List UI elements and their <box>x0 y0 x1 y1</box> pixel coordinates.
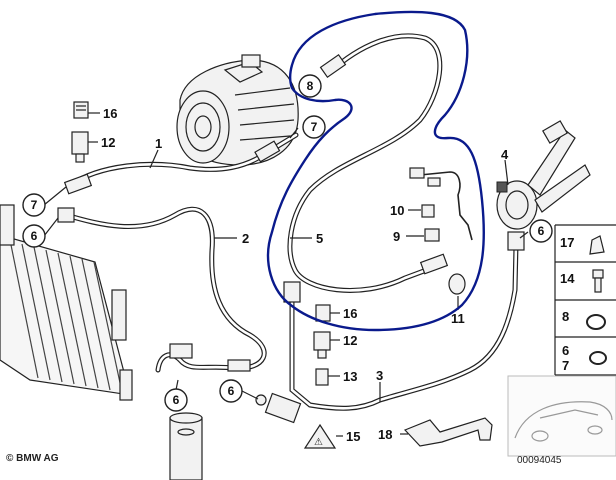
label-part-13: 13 <box>343 369 357 384</box>
legend-panel: 17 14 8 6 7 <box>554 224 616 376</box>
svg-text:7: 7 <box>311 120 318 134</box>
legend-part-14 <box>592 269 604 293</box>
receiver-drier <box>169 412 203 480</box>
pipe-1 <box>63 132 299 195</box>
svg-text:6: 6 <box>228 384 235 398</box>
label-pipe-2: 2 <box>242 231 249 246</box>
circled-label-6-left: 6 <box>22 224 46 248</box>
compressor <box>176 54 299 166</box>
image-number: 00094045 <box>517 455 562 466</box>
car-thumbnail: 00094045 <box>507 375 616 466</box>
circled-label-7-left: 7 <box>22 193 46 217</box>
svg-text:⚠: ⚠ <box>314 437 323 448</box>
legend-label-8: 8 <box>562 309 569 324</box>
label-pipe-3: 3 <box>376 368 383 383</box>
legend-label-14: 14 <box>560 271 575 286</box>
legend-label-7: 7 <box>562 358 569 373</box>
svg-text:6: 6 <box>31 229 38 243</box>
pipe-5 <box>287 33 449 293</box>
label-pipe-5: 5 <box>316 231 323 246</box>
pipe-3 <box>255 231 525 424</box>
fitting-12-top <box>71 131 89 163</box>
label-part-18: 18 <box>378 427 392 442</box>
pressure-switch-harness <box>409 167 473 241</box>
fitting-12-mid <box>313 331 331 359</box>
label-12-mid: 12 <box>343 333 357 348</box>
leader-lines <box>43 112 529 437</box>
label-part-4: 4 <box>501 147 509 162</box>
fitting-10 <box>421 204 435 218</box>
svg-text:8: 8 <box>307 79 314 93</box>
svg-text:6: 6 <box>538 224 545 238</box>
legend-part-6-7 <box>589 351 607 365</box>
svg-text:7: 7 <box>31 198 38 212</box>
fitting-13 <box>315 368 329 386</box>
legend-label-17: 17 <box>560 235 574 250</box>
label-part-15: 15 <box>346 429 360 444</box>
circled-label-7-compressor: 7 <box>302 115 326 139</box>
circled-label-6-bottom: 6 <box>219 379 243 403</box>
circled-label-6-drier: 6 <box>164 388 188 412</box>
fitting-16-mid <box>315 304 331 322</box>
condenser <box>0 204 133 401</box>
copyright-text: © BMW AG <box>6 453 59 464</box>
label-part-9: 9 <box>393 229 400 244</box>
legend-part-17 <box>589 235 605 255</box>
circled-label-6-right: 6 <box>529 219 553 243</box>
label-pipe-1: 1 <box>155 136 162 151</box>
label-16-mid: 16 <box>343 306 357 321</box>
pipe-2 <box>57 206 267 373</box>
label-part-11: 11 <box>451 311 465 326</box>
warning-sign-15: ⚠ <box>303 423 337 449</box>
circled-label-8: 8 <box>298 74 322 98</box>
label-16-top: 16 <box>103 106 117 121</box>
label-12-top: 12 <box>101 135 115 150</box>
fitting-11 <box>448 273 466 295</box>
svg-text:6: 6 <box>173 393 180 407</box>
label-part-10: 10 <box>390 203 404 218</box>
fitting-9 <box>424 228 440 242</box>
fitting-16-top <box>73 101 89 119</box>
bracket-18 <box>403 417 493 447</box>
legend-part-8 <box>586 314 606 330</box>
highlight-outline <box>266 10 486 332</box>
legend-label-6: 6 <box>562 343 569 358</box>
expansion-valve <box>496 120 591 230</box>
